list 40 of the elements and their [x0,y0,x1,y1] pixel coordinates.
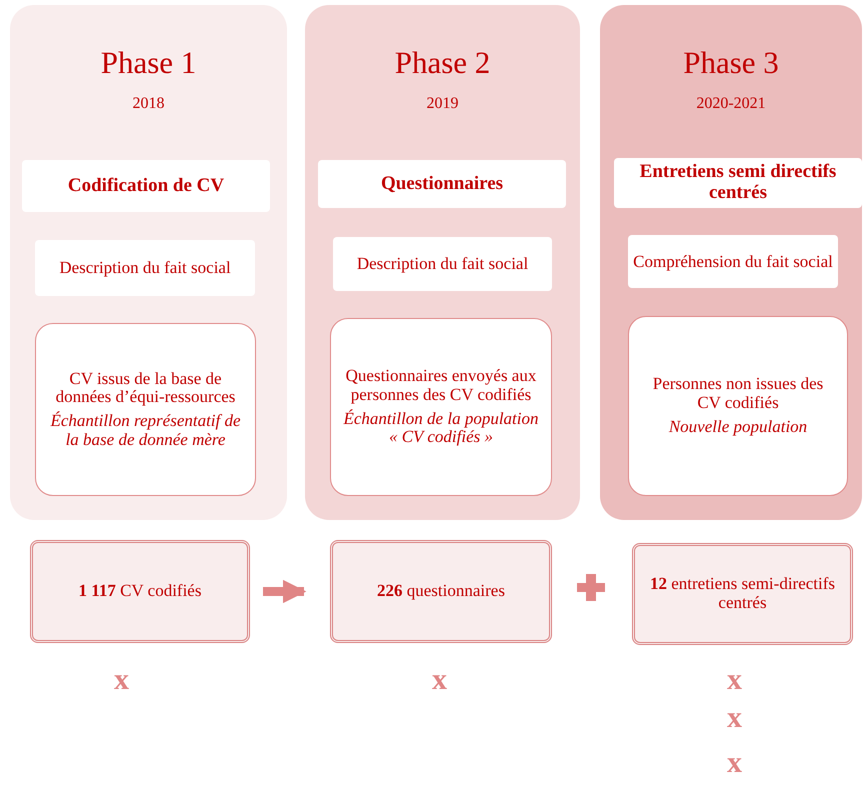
cross-mark: x [727,748,742,778]
result-box [30,540,250,643]
method-title: Codification de CV [68,176,224,196]
cross-mark: x [114,665,129,695]
cross-mark: x [727,703,742,733]
phase-year: 2018 [132,95,164,113]
phase-title: Phase 3 [683,45,779,81]
sample-text: Échantillon de la population « CV codifiés » [342,410,540,447]
phase-panel [305,5,580,520]
population-box [330,318,552,496]
population-box [628,316,848,496]
cross-mark: x [727,665,742,695]
population-text: Questionnaires envoyés aux personnes des CV codifiés [344,367,538,404]
phase-year: 2020-2021 [696,95,766,113]
method-box [318,160,566,208]
population-box [35,323,256,496]
result-text: 12 entretiens semi-directifs centrés [649,575,836,613]
purpose-text: Description du fait social [356,255,528,273]
purpose-box [333,237,552,291]
method-title: Questionnaires [380,174,504,194]
population-text: CV issus de la base de données d’équi-ressources [54,370,236,407]
result-box [330,540,552,643]
population-text: Personnes non issues des CV codifiés [652,375,824,413]
sample-text: Nouvelle population [668,418,808,437]
purpose-box [628,235,838,288]
phase-panel [10,5,287,520]
purpose-text: Compréhension du fait social [633,252,833,270]
result-box [632,543,853,645]
arrow [263,580,306,604]
sample-text: Échantillon représentatif de la base de donnée mère [49,412,242,450]
purpose-text: Description du fait social [59,259,231,277]
method-box [614,158,862,208]
phase-year: 2019 [426,95,458,113]
method-title: Entretiens semi directifs centrés [638,162,838,204]
phase-title: Phase 1 [100,45,196,81]
result-text: 1 117 CV codifiés [78,582,202,601]
result-text: 226 questionnaires [377,582,505,601]
phase-title: Phase 2 [394,45,490,81]
phase-panel [600,5,862,520]
cross-mark: x [432,665,447,695]
